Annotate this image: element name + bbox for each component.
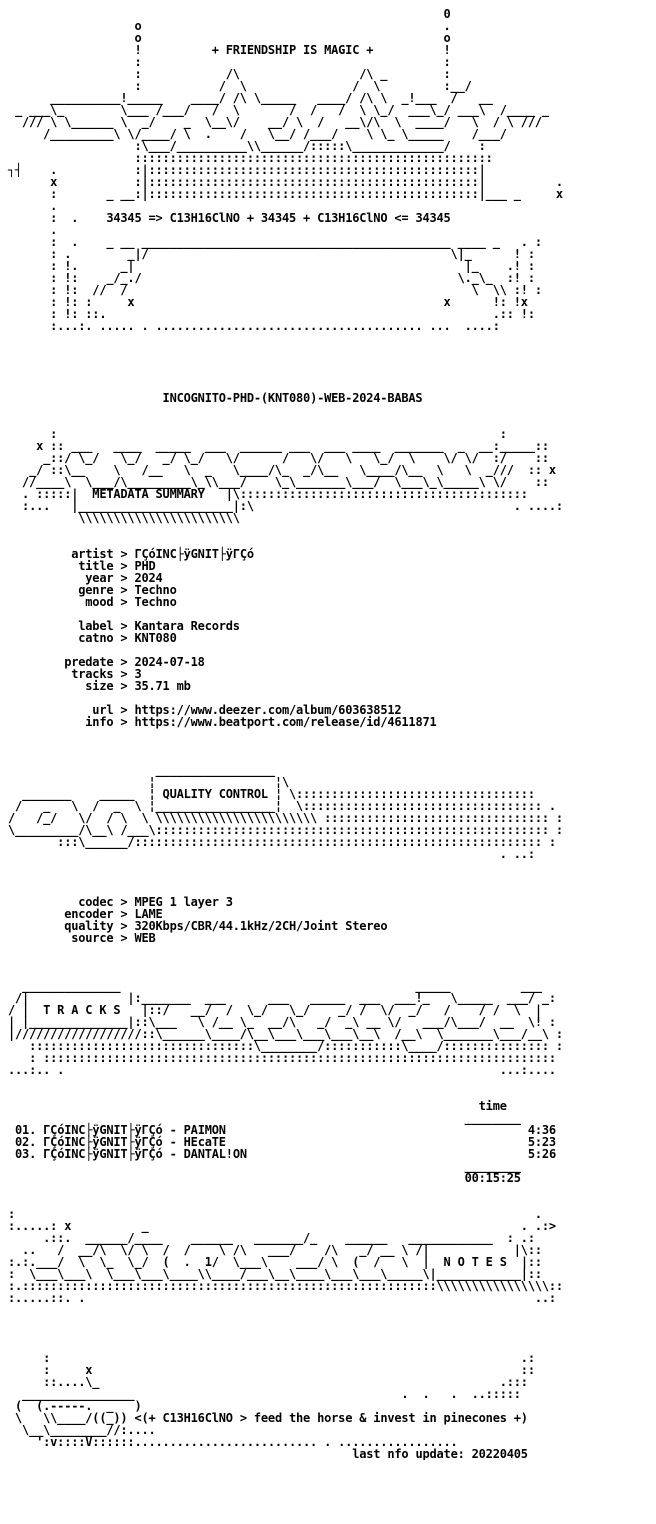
- footer-last-update-text: last nfo update: 20220405: [352, 1447, 528, 1460]
- track-row-02: 02. ΓÇóINC├ÿGNIT├ÿΓÇó - HEcaTE 5:23: [15, 1135, 556, 1149]
- meta-catno-value: KNT080: [134, 631, 177, 645]
- quality-section-title: QUALITY CONTROL: [162, 787, 269, 801]
- tracks-total-text: 00:15:25: [464, 1171, 521, 1185]
- quality-encoder-row: encoder > LAME: [8, 907, 163, 921]
- footer-message: <(+ C13H16ClNO > feed the horse & invest…: [134, 1411, 528, 1425]
- track-artist: ΓÇóINC├ÿGNIT├ÿΓÇó: [43, 1123, 163, 1137]
- meta-size-row: size > 35.71 mb: [8, 679, 191, 693]
- quality-encoder-value: LAME: [134, 907, 163, 921]
- meta-genre-row: genre > Techno: [8, 583, 177, 597]
- meta-year-row: year > 2024: [8, 571, 163, 585]
- track-title: HEcaTE: [183, 1135, 226, 1149]
- metadata-section-title: METADATA SUMMARY: [92, 487, 205, 501]
- track-row-01: 01. ΓÇóINC├ÿGNIT├ÿΓÇó - PAIMON 4:36: [15, 1123, 556, 1137]
- header-ascii-art: 0 o . o o ! + FRIENDSHIP IS MAGIC + !: [8, 8, 563, 333]
- meta-predate-value: 2024-07-18: [134, 655, 205, 669]
- nfo-document: 0 o . o o ! + FRIENDSHIP IS MAGIC + !: [0, 8, 656, 1460]
- tracks-time-header-text: time: [478, 1099, 507, 1113]
- quality-codec-value: MPEG 1 layer 3: [134, 895, 233, 909]
- track-artist: ΓÇóINC├ÿGNIT├ÿΓÇó: [43, 1147, 163, 1161]
- track-number: 03.: [15, 1147, 37, 1161]
- meta-url-value: https://www.deezer.com/album/603638512: [134, 703, 402, 717]
- meta-label-value: Kantara Records: [134, 619, 240, 633]
- meta-artist-value: ΓÇóINC├ÿGNIT├ÿΓÇó: [134, 547, 254, 561]
- meta-predate-row: predate > 2024-07-18: [8, 655, 205, 669]
- header-formula: 34345 => C13H16ClNO + 34345 + C13H16ClNO…: [106, 211, 451, 225]
- meta-year-value: 2024: [134, 571, 163, 585]
- meta-title-row: title > PHD: [8, 559, 156, 573]
- header-title: + FRIENDSHIP IS MAGIC +: [211, 43, 374, 57]
- meta-info-value: https://www.beatport.com/release/id/4611…: [134, 715, 437, 729]
- meta-size-value: 35.71 mb: [134, 679, 191, 693]
- notes-ascii-art: : . :.....: x _ . .:> .::. ______/____ _…: [8, 1207, 563, 1305]
- track-row-03: 03. ΓÇóINC├ÿGNIT├ÿΓÇó - DANTAL!ON 5:26: [15, 1147, 556, 1161]
- meta-tracks-row: tracks > 3: [8, 667, 142, 681]
- release-name-text: INCOGNITO-PHD-(KNT080)-WEB-2024-BABAS: [162, 391, 423, 405]
- release-name: INCOGNITO-PHD-(KNT080)-WEB-2024-BABAS: [8, 392, 656, 404]
- track-title: DANTAL!ON: [183, 1147, 247, 1161]
- tracks-total: 00:15:25: [8, 1172, 656, 1184]
- track-artist: ΓÇóINC├ÿGNIT├ÿΓÇó: [43, 1135, 163, 1149]
- meta-genre-value: Techno: [134, 583, 177, 597]
- footer-ascii-art: : .: : x :: ::....\_: [15, 1351, 535, 1449]
- notes-section-title: N O T E S: [443, 1255, 507, 1269]
- quality-source-row: source > WEB: [8, 931, 156, 945]
- meta-mood-row: mood > Techno: [8, 595, 177, 609]
- track-time: 5:26: [527, 1147, 556, 1161]
- meta-url-row: url > https://www.deezer.com/album/60363…: [8, 703, 402, 717]
- quality-quality-value: 320Kbps/CBR/44.1kHz/2CH/Joint Stereo: [134, 919, 388, 933]
- track-time: 4:36: [527, 1123, 556, 1137]
- track-number: 02.: [15, 1135, 37, 1149]
- footer-last-update: last nfo update: 20220405: [8, 1448, 656, 1460]
- meta-mood-value: Techno: [134, 595, 177, 609]
- meta-info-row: info > https://www.beatport.com/release/…: [8, 715, 437, 729]
- meta-catno-row: catno > KNT080: [8, 631, 177, 645]
- meta-artist-row: artist > ΓÇóINC├ÿGNIT├ÿΓÇó: [8, 547, 254, 561]
- meta-label-row: label > Kantara Records: [8, 619, 240, 633]
- quality-source-value: WEB: [134, 931, 156, 945]
- meta-tracks-value: 3: [134, 667, 142, 681]
- tracks-time-header: time: [8, 1100, 656, 1112]
- tracks-section-title: T R A C K S: [43, 1003, 121, 1017]
- track-number: 01.: [15, 1123, 37, 1137]
- tracks-rule-top: ________: [8, 1111, 521, 1125]
- quality-codec-row: codec > MPEG 1 layer 3: [8, 895, 233, 909]
- track-time: 5:23: [527, 1135, 556, 1149]
- metadata-ascii-art: : : x :: ___ ____ _____ ___ ______ ___ _…: [22, 427, 563, 525]
- quality-quality-row: quality > 320Kbps/CBR/44.1kHz/2CH/Joint …: [8, 919, 388, 933]
- tracks-ascii-art: ______________ _____ ___ /| |:_______ __…: [8, 979, 563, 1077]
- quality-ascii-art: _________________ ¦ ¦\ _______ _____ ¦ Q…: [8, 763, 563, 861]
- tracks-rule-bottom: ________: [8, 1159, 521, 1173]
- meta-title-value: PHD: [134, 559, 156, 573]
- track-title: PAIMON: [183, 1123, 226, 1137]
